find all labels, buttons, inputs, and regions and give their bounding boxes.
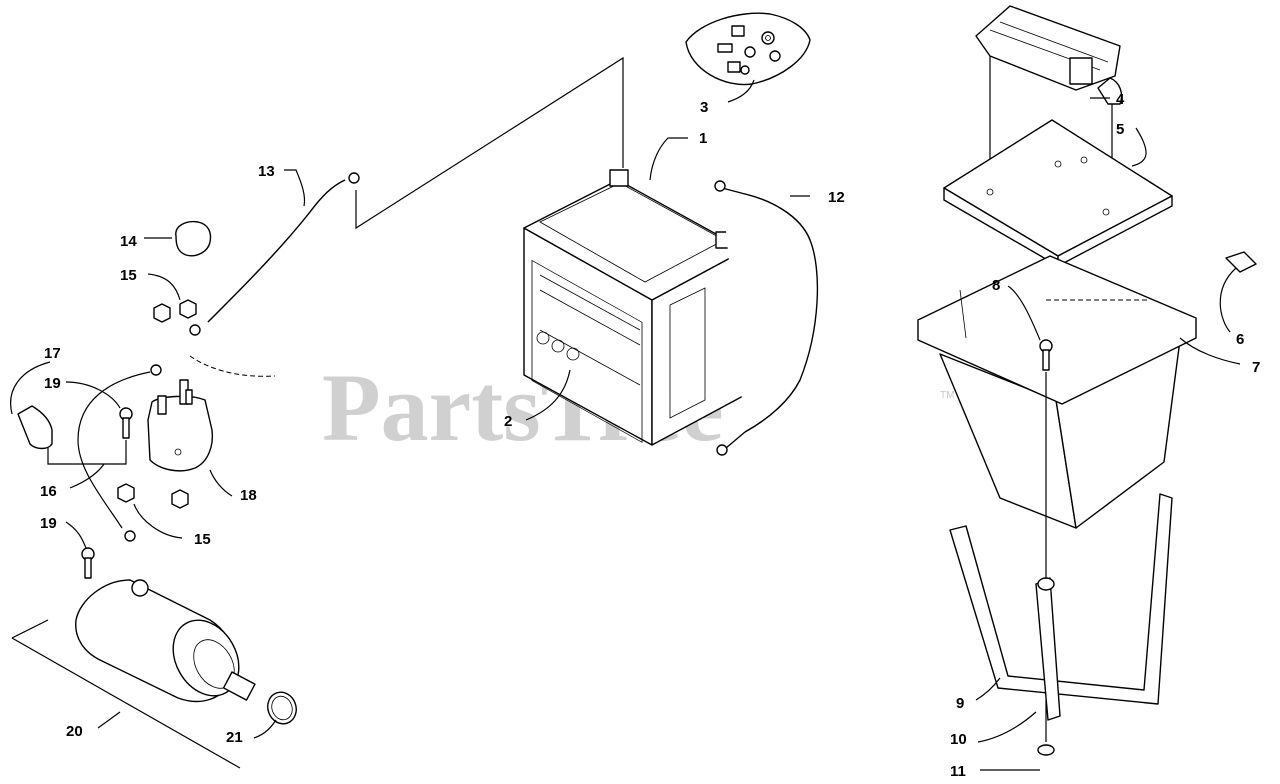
solenoid-wire[interactable] (77, 364, 162, 542)
callout-9[interactable]: 9 (956, 695, 964, 712)
callout-13[interactable]: 13 (258, 163, 275, 180)
o-ring[interactable] (263, 688, 300, 728)
battery[interactable] (523, 169, 746, 446)
callout-18[interactable]: 18 (240, 487, 257, 504)
callout-19-upper[interactable]: 19 (44, 375, 61, 392)
boot-cap[interactable] (17, 405, 53, 450)
callout-3[interactable]: 3 (700, 99, 708, 116)
push-fastener[interactable] (1097, 77, 1123, 160)
watermark-tm: TM (940, 390, 954, 401)
screw-lower[interactable] (81, 547, 95, 579)
callout-14[interactable]: 14 (120, 233, 137, 250)
terminal-cap[interactable] (175, 220, 212, 257)
callout-21[interactable]: 21 (226, 729, 243, 746)
callout-12[interactable]: 12 (828, 189, 845, 206)
fuse-relay-module[interactable] (975, 5, 1121, 190)
bolt[interactable] (1039, 339, 1053, 580)
callout-17[interactable]: 17 (44, 345, 61, 362)
nut-upper[interactable] (153, 299, 197, 323)
callouts: 1 2 3 4 5 6 7 8 9 10 11 12 13 14 15 15 1… (40, 91, 1260, 780)
callout-5[interactable]: 5 (1116, 121, 1124, 138)
callout-1[interactable]: 1 (699, 130, 707, 147)
washer[interactable] (1037, 744, 1055, 756)
callout-11[interactable]: 11 (950, 763, 966, 780)
callout-15-lower[interactable]: 15 (194, 531, 211, 548)
callout-19-lower[interactable]: 19 (40, 515, 57, 532)
callout-6[interactable]: 6 (1236, 331, 1244, 348)
battery-tray-cover[interactable] (943, 119, 1173, 300)
hardware-kit[interactable] (685, 12, 811, 86)
callout-20[interactable]: 20 (66, 723, 83, 740)
nut-lower[interactable] (117, 483, 189, 509)
callout-15-upper[interactable]: 15 (120, 267, 137, 284)
callout-16[interactable]: 16 (40, 483, 57, 500)
callout-4[interactable]: 4 (1116, 91, 1125, 108)
callout-7[interactable]: 7 (1252, 359, 1260, 376)
battery-cable-positive[interactable] (189, 56, 624, 336)
hold-down-strap[interactable] (949, 493, 1173, 705)
starter-solenoid[interactable] (147, 355, 276, 472)
leader-lines (10, 79, 1241, 771)
callout-2[interactable]: 2 (504, 413, 512, 430)
callout-8[interactable]: 8 (992, 277, 1000, 294)
starter-motor[interactable] (11, 579, 256, 769)
callout-10[interactable]: 10 (950, 731, 967, 748)
screw-upper[interactable] (119, 407, 133, 439)
battery-cable-negative[interactable] (714, 180, 819, 456)
battery-box[interactable] (917, 255, 1197, 529)
strap-anchor[interactable] (1035, 577, 1061, 742)
clip-nut[interactable] (1225, 251, 1257, 273)
